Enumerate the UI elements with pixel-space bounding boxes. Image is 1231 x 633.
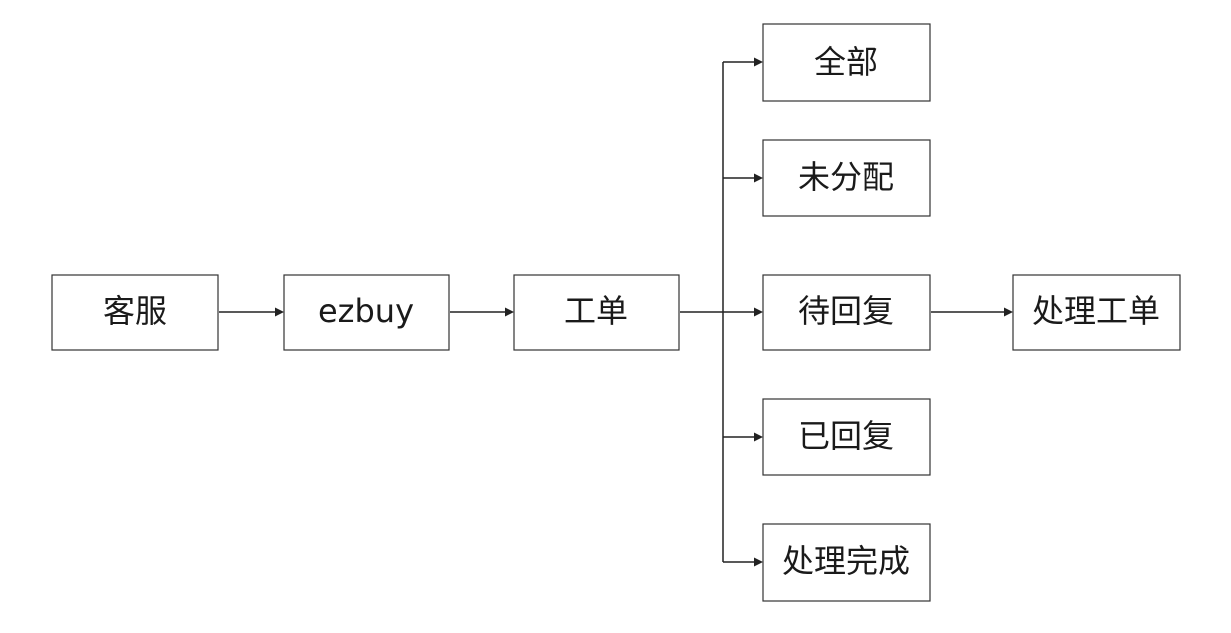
- arrowhead-daihuifu: [754, 307, 763, 317]
- node-gongdan-box: [513, 274, 680, 351]
- edges: [219, 57, 1013, 567]
- node-yihuifu: 已回复: [762, 398, 931, 476]
- node-yihuifu-label: 已回复: [798, 417, 894, 455]
- node-chuligongdan-label: 处理工单: [1032, 292, 1160, 330]
- arrowhead-chuligongdan: [1004, 307, 1013, 317]
- node-weifenpei: 未分配: [762, 139, 931, 217]
- arrowhead-ezbuy: [275, 307, 284, 317]
- node-daihuifu-box: [762, 274, 931, 351]
- node-chuliwancheng-box: [762, 523, 931, 602]
- node-chuliwancheng: 处理完成: [762, 523, 931, 602]
- node-gongdan: 工单: [513, 274, 680, 351]
- arrowhead-yihuifu: [754, 432, 763, 442]
- node-yihuifu-box: [762, 398, 931, 476]
- node-chuligongdan-box: [1012, 274, 1181, 351]
- arrowhead-weifenpei: [754, 173, 763, 183]
- node-chuligongdan: 处理工单: [1012, 274, 1181, 351]
- arrowhead-gongdan: [505, 307, 514, 317]
- node-gongdan-label: 工单: [564, 292, 628, 330]
- arrowhead-chuliwancheng: [754, 557, 763, 567]
- arrowhead-quanbu: [754, 57, 763, 67]
- node-kefu-box: [51, 274, 219, 351]
- node-chuliwancheng-label: 处理完成: [782, 542, 910, 580]
- node-quanbu: 全部: [762, 23, 931, 102]
- node-ezbuy-label: ezbuy: [318, 292, 414, 330]
- node-quanbu-box: [762, 23, 931, 102]
- node-kefu-label: 客服: [103, 292, 167, 330]
- node-daihuifu-label: 待回复: [798, 292, 894, 330]
- node-daihuifu: 待回复: [762, 274, 931, 351]
- node-kefu: 客服: [51, 274, 219, 351]
- node-weifenpei-label: 未分配: [798, 158, 894, 196]
- node-ezbuy: ezbuy: [283, 274, 450, 351]
- node-ezbuy-box: [283, 274, 450, 351]
- node-quanbu-label: 全部: [814, 43, 878, 81]
- node-weifenpei-box: [762, 139, 931, 217]
